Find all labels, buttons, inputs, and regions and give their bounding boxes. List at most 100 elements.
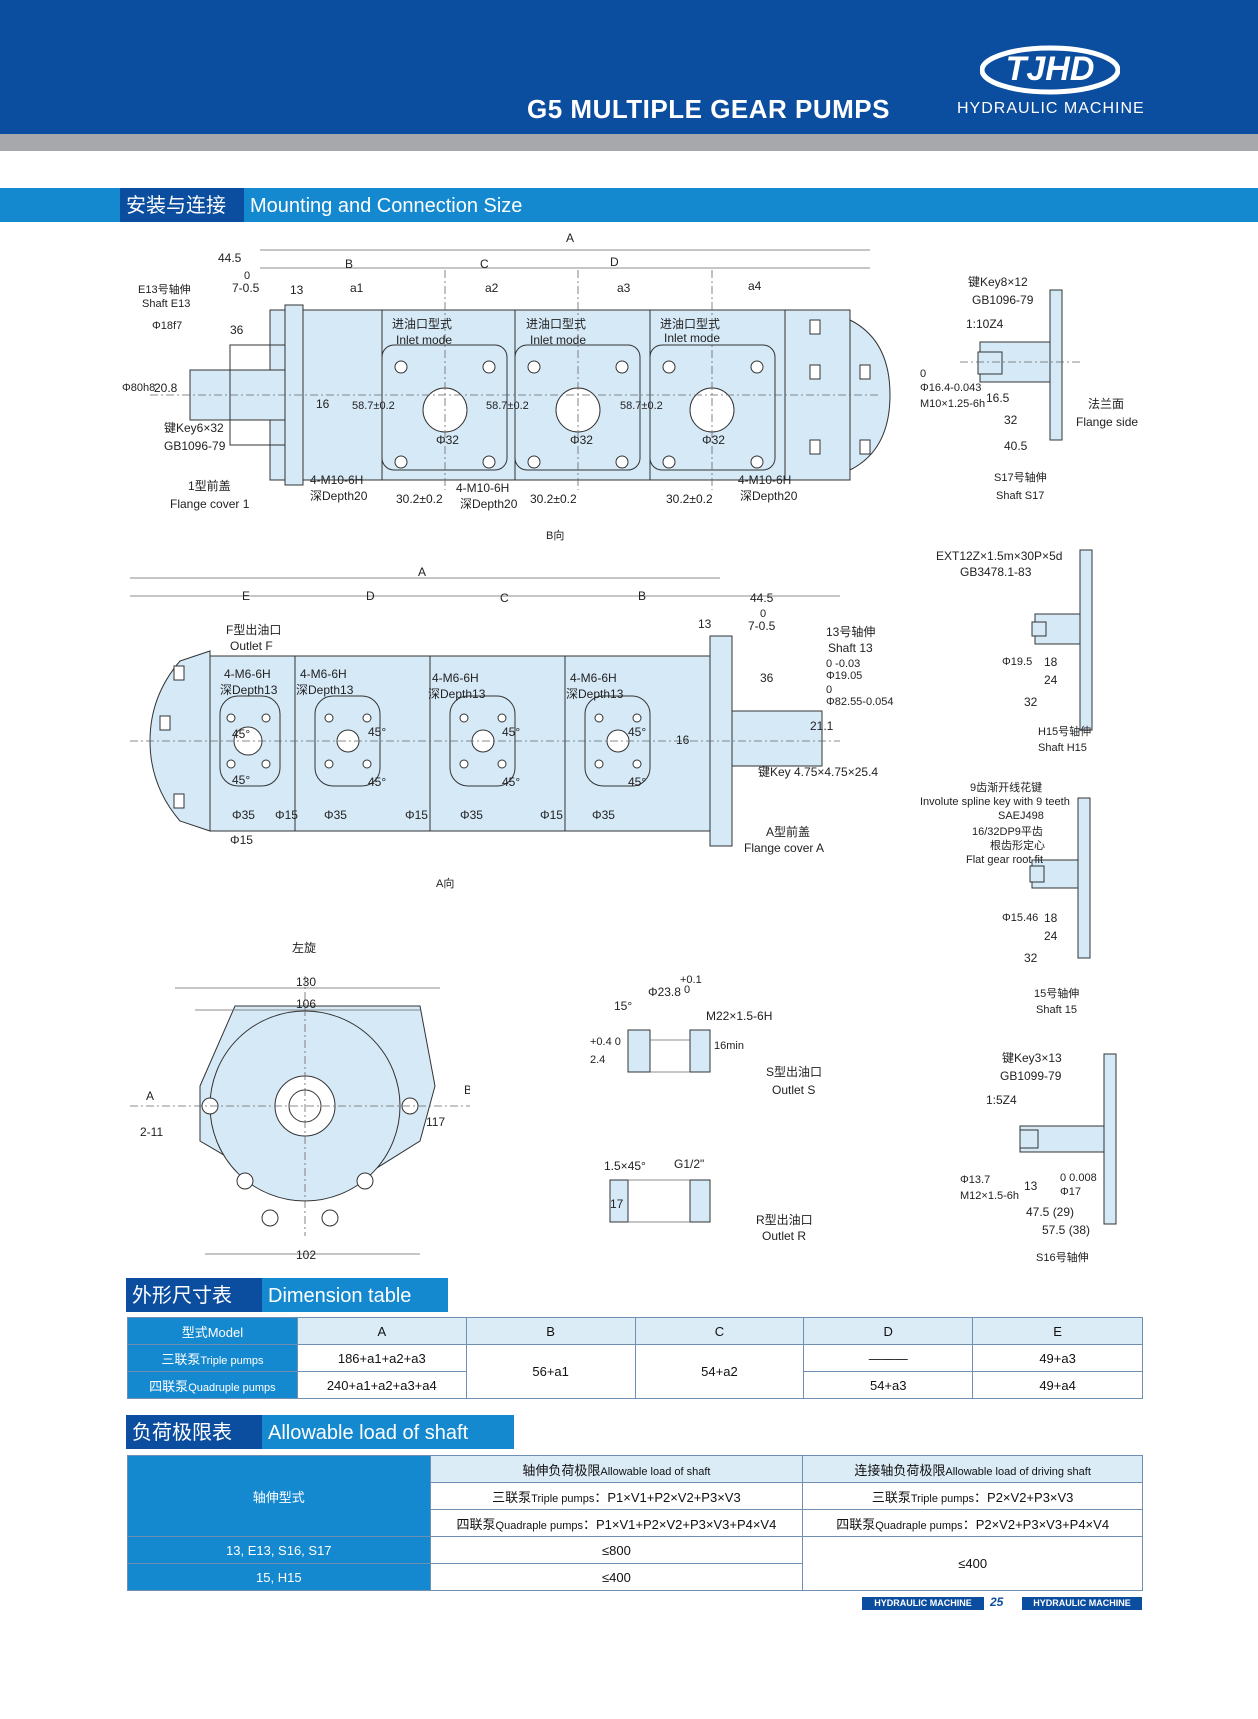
angle-45-label-4: 45° xyxy=(368,775,387,789)
angle-45-label-6: 45° xyxy=(502,775,521,789)
thread-m6-label-1: 4-M6-6H xyxy=(224,667,271,681)
s-thread-label: M22×1.5-6H xyxy=(706,1009,773,1023)
dim-20-8-label: 20.8 xyxy=(154,381,178,395)
dim-B-label: B xyxy=(345,257,354,271)
inlet-mode-en-2: Inlet mode xyxy=(530,333,587,347)
dim-58-7-label-1: 58.7±0.2 xyxy=(352,400,395,412)
pilot-dia-label: Φ82.55-0.054 xyxy=(826,696,894,708)
s15-label-cn: 15号轴伸 xyxy=(1034,988,1080,1000)
s17-dia-label: Φ16.4-0.043 xyxy=(920,382,982,394)
h15-dim-24: 24 xyxy=(1044,673,1058,687)
outlet-s-en: Outlet S xyxy=(772,1083,816,1097)
phi15-label-4: Φ15 xyxy=(540,808,563,822)
dim-phi32-label-1: Φ32 xyxy=(436,433,459,447)
dim-a3-label: a3 xyxy=(617,281,631,295)
s16-thread-label: M12×1.5-6h xyxy=(960,1190,1020,1202)
s16-dia-label: Φ13.7 xyxy=(960,1174,991,1186)
key-4-75-label: 键Key 4.75×4.75×25.4 xyxy=(758,765,879,779)
depth-label-2: 深Depth20 xyxy=(460,497,518,511)
outlet-f-cn: F型出油口 xyxy=(226,623,282,637)
flange-cover-a-en: Flange cover A xyxy=(744,841,825,855)
mounting-section-title-cn: 安装与连接 xyxy=(120,188,244,222)
dim-36-label: 36 xyxy=(230,323,244,337)
s16-dim-57-5: 57.5 (38) xyxy=(1042,1223,1091,1237)
r-chamfer-label: 1.5×45° xyxy=(604,1159,646,1173)
r-thread-label: G1/2" xyxy=(674,1157,705,1171)
s16-taper-label: 1:5Z4 xyxy=(986,1093,1017,1107)
h15-label-en: Shaft H15 xyxy=(1038,742,1087,754)
thread-label-3: 4-M10-6H xyxy=(738,473,792,487)
shaft-s17-svg xyxy=(960,289,1080,441)
angle-45-label-3: 45° xyxy=(368,725,387,739)
s15-dim-18: 18 xyxy=(1044,911,1058,925)
h15-dim-18: 18 xyxy=(1044,655,1058,669)
dim-a2-label: a2 xyxy=(485,281,499,295)
s16-std-label: GB1099-79 xyxy=(1000,1069,1062,1083)
dim-130-label: 130 xyxy=(296,975,317,989)
dim-102-label: 102 xyxy=(296,1248,317,1262)
s17-dim-40-5: 40.5 xyxy=(1004,439,1028,453)
dim-30-2-label-3: 30.2±0.2 xyxy=(666,492,713,506)
shaft-h15-svg xyxy=(1031,549,1093,731)
s17-flange-cn: 法兰面 xyxy=(1088,397,1125,411)
s17-std-label: GB1096-79 xyxy=(972,293,1034,307)
inlet-mode-cn-2: 进油口型式 xyxy=(526,317,587,331)
key-std-label: GB1096-79 xyxy=(164,439,226,453)
dim-44-5-label-bottom: 44.5 xyxy=(750,591,774,605)
page-header xyxy=(0,0,1258,134)
view-b-label: B向 xyxy=(546,530,565,542)
thread-m6-label-3: 4-M6-6H xyxy=(432,671,479,685)
quad-en-1: Quadraple pumps xyxy=(495,1519,583,1532)
inlet-mode-en-3: Inlet mode xyxy=(664,331,721,345)
s17-dim-32: 32 xyxy=(1004,413,1018,427)
dim-phi80-label: Φ80h8 xyxy=(122,382,156,394)
dim-phi18-label: Φ18f7 xyxy=(152,320,183,332)
dim-tol-0-bottom: 0 xyxy=(760,608,767,620)
load-section-title-en: Allowable load of shaft xyxy=(268,1422,469,1444)
s15-dim-32: 32 xyxy=(1024,951,1038,965)
row-triple-label: 三联泵Triple pumps xyxy=(127,1344,298,1372)
dim-16-label: 16 xyxy=(316,397,330,411)
quad-cn: 四联泵 xyxy=(149,1378,189,1394)
shaft-e13-label-cn: E13号轴伸 xyxy=(138,284,191,296)
triple-cn-2: 三联泵 xyxy=(871,1489,911,1505)
inlet-mode-cn-1: 进油口型式 xyxy=(392,317,453,331)
bottom-view-drawing: A E D C B 44.5 0 7-0.5 13 36 45° 45° 45°… xyxy=(120,566,900,896)
key-label: 键Key6×32 xyxy=(164,421,224,435)
quad-en: Quadruple pumps xyxy=(188,1381,276,1394)
s17-key-label: 键Key8×12 xyxy=(968,275,1028,289)
table-row: 四联泵Quadraple pumps：P1×V1+P2×V2+P3×V3+P4×… xyxy=(128,1509,1143,1537)
angle-45-label-7: 45° xyxy=(628,725,647,739)
col-shaft-load-en: Allowable load of shaft xyxy=(600,1465,711,1478)
s16-dia2-label: Φ17 xyxy=(1060,1186,1082,1198)
s17-label-en: Shaft S17 xyxy=(996,490,1045,502)
view-marker-a: A xyxy=(146,1089,155,1103)
triple-en: Triple pumps xyxy=(200,1354,264,1367)
thread-m6-label-4: 4-M6-6H xyxy=(570,671,617,685)
dim-106-label: 106 xyxy=(296,997,317,1011)
view-marker-b: B xyxy=(464,1083,470,1097)
inlet-mode-cn-3: 进油口型式 xyxy=(660,317,721,331)
phi35-label-1: Φ35 xyxy=(232,808,255,822)
dim-16-label-bottom: 16 xyxy=(676,733,690,747)
dim-A-label: A xyxy=(566,231,575,245)
triple-cn-1: 三联泵 xyxy=(492,1489,532,1505)
dim-13-label: 13 xyxy=(290,283,304,297)
shaft-h15-drawing: EXT12Z×1.5m×30P×5d GB3478.1-83 18 24 32 … xyxy=(920,540,1240,760)
angle-45-label-2: 45° xyxy=(232,773,251,787)
load-section-title-cn: 负荷极限表 xyxy=(126,1415,262,1449)
front-view-svg xyxy=(130,976,470,1255)
formula-2-triple: 三联泵Triple pumps：P2×V2+P3×V3 xyxy=(802,1482,1143,1510)
shafts-group-2: 15, H15 xyxy=(127,1563,431,1591)
dim-D-label-bottom: D xyxy=(366,589,375,603)
s15-std-label: SAEJ498 xyxy=(998,810,1044,822)
col-driving-load-en: Allowable load of driving shaft xyxy=(945,1465,1091,1478)
row-quad-label: 四联泵Quadruple pumps xyxy=(127,1371,298,1399)
s-depth-label: 16min xyxy=(714,1040,744,1052)
dim-D-label: D xyxy=(610,255,619,269)
dimension-table: 型式Model A B C D E 三联泵Triple pumps 186+a1… xyxy=(127,1317,1143,1399)
s-tol-lower: 0 xyxy=(684,984,691,996)
table-row: 三联泵Triple pumps 186+a1+a2+a3 56+a1 54+a2… xyxy=(127,1344,1143,1399)
h15-std-label: GB3478.1-83 xyxy=(960,565,1032,579)
depth13-label-1: 深Depth13 xyxy=(220,683,278,697)
